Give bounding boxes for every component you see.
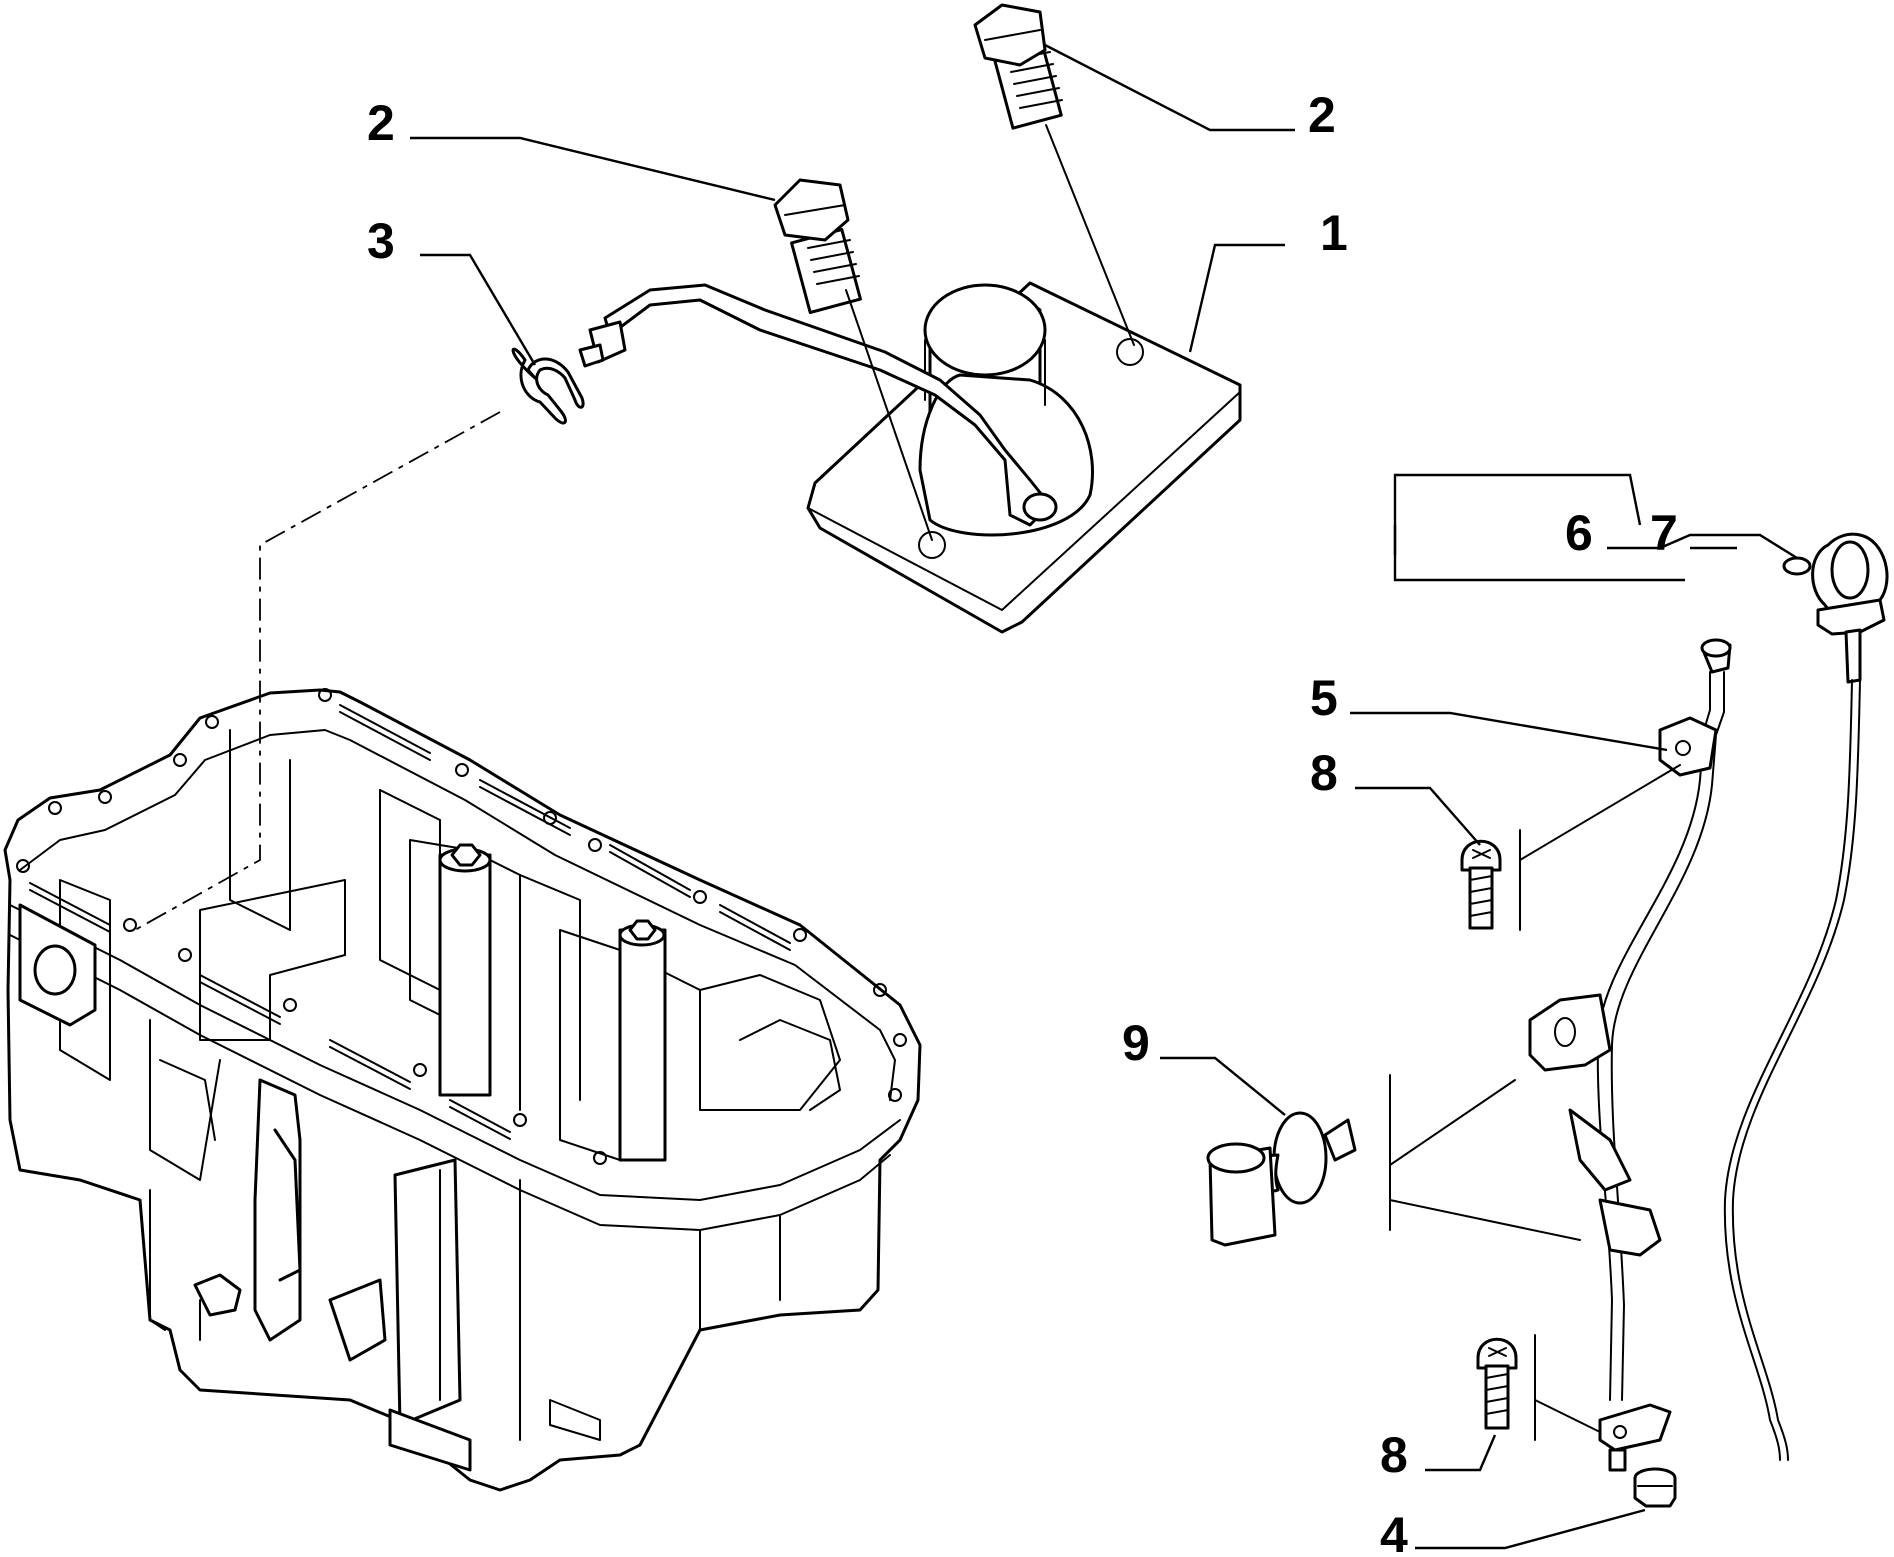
callout-6: 6 (1565, 505, 1593, 561)
callout-8-lower: 8 (1380, 1427, 1408, 1483)
bolt-upper-right (973, 3, 1063, 130)
callout-2-right: 2 (1308, 87, 1336, 143)
callout-2-left: 2 (367, 95, 395, 151)
callout-8-upper: 8 (1310, 745, 1338, 801)
leader-lines (410, 43, 1798, 1550)
bolt-upper-left (773, 178, 862, 315)
callout-3: 3 (367, 213, 395, 269)
callout-labels: 1 2 2 3 4 5 6 7 8 8 9 (367, 87, 1678, 1557)
assembly-lines (134, 124, 1681, 1441)
tube-clip (1206, 1111, 1357, 1247)
callout-5: 5 (1310, 670, 1338, 726)
retaining-clip (511, 347, 585, 425)
screw-lower (1476, 1337, 1518, 1430)
oil-pickup-strainer (578, 281, 1242, 634)
dipstick-tube (1528, 638, 1732, 1472)
callout-4: 4 (1380, 1507, 1408, 1557)
oil-sump (3, 688, 922, 1492)
screw-upper (1460, 839, 1502, 930)
callout-1: 1 (1320, 205, 1348, 261)
callout-7: 7 (1650, 505, 1678, 561)
callout-9: 9 (1122, 1015, 1150, 1071)
drain-plug (1633, 1467, 1677, 1508)
o-ring (1782, 556, 1812, 576)
dipstick (1723, 532, 1889, 1461)
